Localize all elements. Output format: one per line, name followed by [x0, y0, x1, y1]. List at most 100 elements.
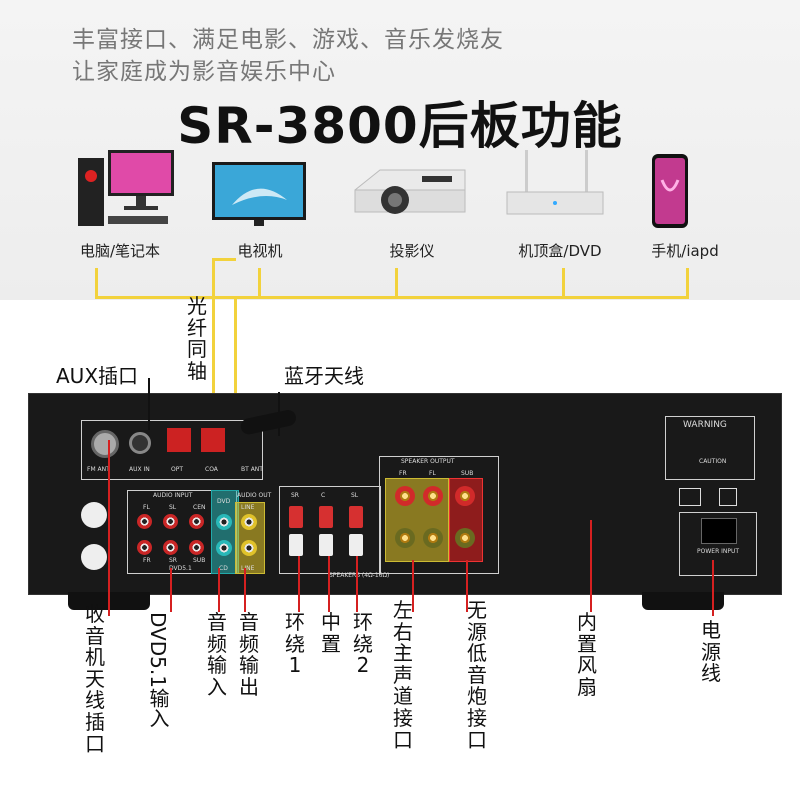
callout-surround1: 环绕1: [285, 610, 305, 678]
line-optical-top: [212, 258, 236, 261]
clip-sr-plus: [289, 506, 303, 528]
bt-antenna: [239, 408, 298, 436]
spk-small-sr: SR: [291, 492, 299, 499]
fm-antenna-jack: [91, 430, 119, 458]
ai-row2-fr: FR: [143, 557, 151, 564]
callout-subwoofer: 无源低音炮接口: [467, 598, 487, 752]
ai-col-sl: SL: [169, 504, 177, 511]
io-label-opt: OPT: [171, 466, 184, 473]
post-fr-minus: [395, 528, 415, 548]
line-subwoofer: [466, 560, 468, 612]
line-power: [712, 560, 714, 616]
line-label-2: LINE: [241, 565, 255, 572]
line-fan: [590, 520, 592, 612]
projector-icon: [350, 150, 470, 234]
dvd51-label: DVD5.1: [169, 565, 192, 572]
spk-col-fl: FL: [429, 470, 436, 477]
line-radio: [108, 440, 110, 616]
post-sub-minus: [455, 528, 475, 548]
post-fl-minus: [423, 528, 443, 548]
post-fr-plus: [395, 486, 415, 506]
audio-out-label: AUDIO OUT: [237, 492, 272, 499]
line-surround1: [298, 556, 300, 612]
tagline-1: 丰富接口、满足电影、游戏、音乐发烧友: [72, 27, 504, 53]
io-box: [81, 420, 263, 480]
small-speaker-box: [279, 486, 381, 574]
bus-line: [95, 296, 688, 299]
aux-jack: [129, 432, 151, 454]
clip-sl-plus: [349, 506, 363, 528]
line-optical: [212, 258, 215, 418]
audio-input-label: AUDIO INPUT: [153, 492, 193, 499]
weee-bin-icon: [719, 488, 737, 506]
post-sub-plus: [455, 486, 475, 506]
foot-right: [642, 592, 724, 610]
ai-row2-sub: SUB: [193, 557, 206, 564]
device-label-phone: 手机/iapd: [651, 242, 719, 260]
dvd-jack-sr: [163, 540, 178, 555]
bus-drop-settopbox: [562, 268, 565, 299]
tagline-2: 让家庭成为影音娱乐中心: [72, 59, 336, 85]
post-fl-plus: [423, 486, 443, 506]
device-label-computer: 电脑/笔记本: [79, 242, 161, 260]
callout-power: 电源线: [701, 618, 721, 686]
io-label-aux: AUX IN: [129, 466, 150, 473]
callout-dvd51: DVD5.1输入: [146, 612, 170, 728]
io-label-fm: FM ANT: [87, 466, 110, 473]
warning-label: WARNING: [683, 420, 727, 430]
caution-label: CAUTION: [699, 458, 727, 465]
power-input-label: POWER INPUT: [697, 548, 740, 555]
callout-center: 中置: [321, 610, 341, 656]
callout-bt-antenna: 蓝牙天线: [284, 364, 364, 388]
bus-drop-phone: [686, 268, 689, 299]
bus-drop-computer: [95, 268, 98, 299]
warning-plate: [665, 416, 755, 480]
ai-col-cen: CEN: [193, 504, 206, 511]
ai-row2-sr: SR: [169, 557, 177, 564]
io-label-bt: BT ANT: [241, 466, 263, 473]
line-main-lr: [412, 560, 414, 612]
callout-surround2: 环绕2: [353, 610, 373, 678]
rear-panel: FM ANT AUX IN OPT COA BT ANT AUDIO INPUT…: [28, 393, 782, 595]
line-bt: [278, 392, 280, 436]
smartphone-icon: [650, 150, 690, 234]
callout-audio-in: 音频输入: [207, 610, 227, 699]
coax-port: [201, 428, 225, 452]
dvd-jack-fr: [137, 540, 152, 555]
line-label: LINE: [241, 504, 255, 511]
line-audio-out: [244, 568, 246, 612]
clip-c-plus: [319, 506, 333, 528]
callout-audio-out: 音频输出: [239, 610, 259, 699]
speakers-ohm-label: SPEAKERS (4Ω-16Ω): [329, 572, 390, 579]
tv-icon: [212, 150, 306, 234]
callout-radio-antenna: 收音机天线插口: [85, 602, 105, 756]
speaker-output-label: SPEAKER OUTPUT: [401, 458, 455, 465]
set-top-box-icon: [505, 150, 605, 234]
dvd-jack-sl: [163, 514, 178, 529]
line-surround2: [356, 556, 358, 612]
bus-drop-tv: [258, 268, 261, 299]
clip-sl-minus: [349, 534, 363, 556]
io-label-coa: COA: [205, 466, 218, 473]
device-label-settopbox: 机顶盒/DVD: [518, 242, 602, 260]
line-jack-r: [241, 540, 257, 556]
bus-drop-projector: [395, 268, 398, 299]
power-box: [679, 512, 757, 576]
line-audio-in: [218, 568, 220, 612]
spk-col-sub: SUB: [461, 470, 474, 477]
line-center: [328, 556, 330, 612]
dvd-jack-fl: [137, 514, 152, 529]
clip-c-minus: [319, 534, 333, 556]
spk-col-fr: FR: [399, 470, 407, 477]
audio-out-highlight: [235, 502, 265, 574]
desktop-computer-icon: [78, 150, 178, 234]
dvd-jack-sub: [189, 540, 204, 555]
power-socket: [701, 518, 737, 544]
certification-icon: [81, 544, 107, 570]
page-title: SR-3800后板功能: [177, 97, 623, 155]
dvd-label: DVD: [217, 498, 231, 505]
callout-aux: AUX插口: [56, 364, 139, 388]
optical-port: [167, 428, 191, 452]
spk-small-sl: SL: [351, 492, 359, 499]
